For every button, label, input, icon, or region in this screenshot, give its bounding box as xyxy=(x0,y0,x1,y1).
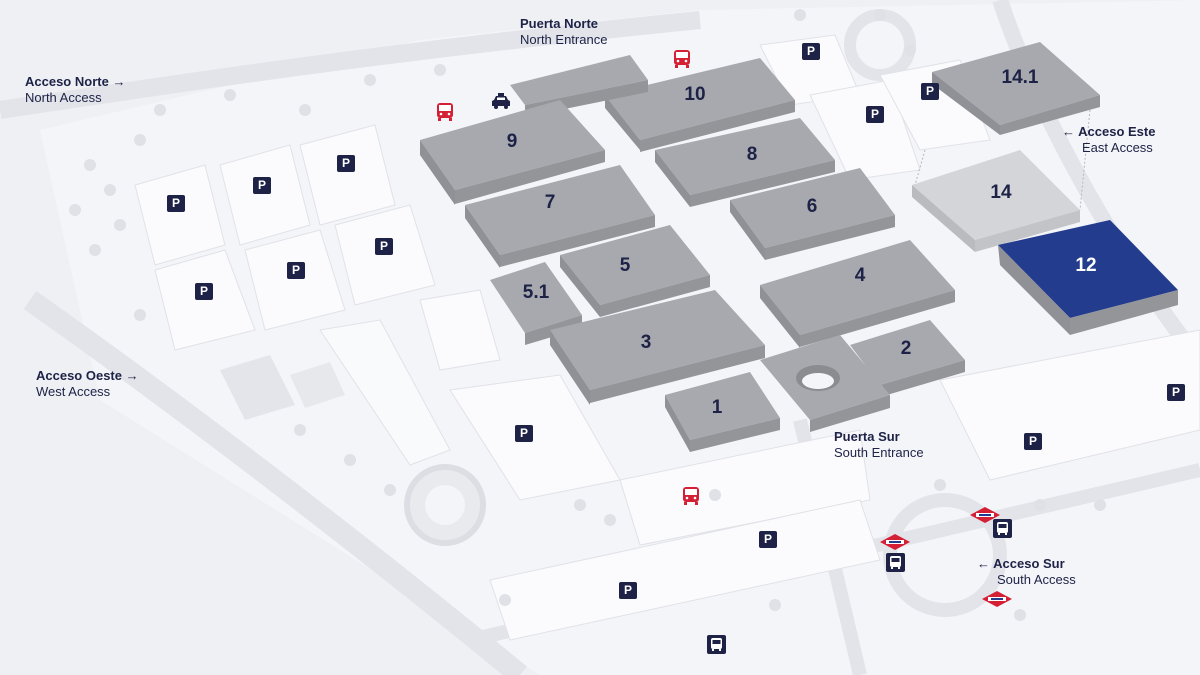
parking-icon[interactable]: P xyxy=(195,283,213,300)
acceso-este-title: Acceso Este xyxy=(1078,124,1156,139)
hall-7-shape xyxy=(465,165,655,268)
hall-label-3[interactable]: 3 xyxy=(640,332,652,353)
taxi-icon[interactable] xyxy=(491,93,511,109)
arrow-left-icon: ← xyxy=(1062,124,1075,139)
acceso-norte-title: Acceso Norte xyxy=(25,74,109,89)
hall-9-shape xyxy=(420,100,605,205)
puerta-norte-subtitle: North Entrance xyxy=(520,31,608,47)
parking-icon[interactable]: P xyxy=(253,177,271,194)
acceso-sur-subtitle: South Access xyxy=(997,571,1076,587)
west-pavilion xyxy=(220,319,451,466)
central-plaza-shape xyxy=(760,335,890,432)
puerta-sur-subtitle: South Entrance xyxy=(834,444,924,460)
hall-14-1-shape xyxy=(932,42,1100,135)
acceso-oeste-label[interactable]: Acceso Oeste → West Access xyxy=(36,368,139,399)
puerta-sur-label[interactable]: Puerta Sur South Entrance xyxy=(834,429,924,460)
puerta-sur-title: Puerta Sur xyxy=(834,429,900,444)
acceso-norte-subtitle: North Access xyxy=(25,89,102,105)
bus-icon[interactable] xyxy=(436,102,454,122)
hall-label-6[interactable]: 6 xyxy=(806,196,818,217)
metro-icon[interactable] xyxy=(970,507,1000,523)
hall-label-4[interactable]: 4 xyxy=(854,265,866,286)
puerta-norte-title: Puerta Norte xyxy=(520,16,599,31)
coach-icon[interactable] xyxy=(993,519,1012,538)
metro-icon[interactable] xyxy=(880,534,910,550)
parking-icon[interactable]: P xyxy=(375,238,393,255)
hall-2-shape xyxy=(850,320,965,397)
puerta-norte-label[interactable]: Puerta Norte North Entrance xyxy=(520,16,607,47)
hall-label-9[interactable]: 9 xyxy=(506,131,518,152)
hall-label-14[interactable]: 14 xyxy=(990,182,1012,203)
parking-icon[interactable]: P xyxy=(802,43,820,60)
arrow-right-icon: → xyxy=(112,74,126,89)
parking-icon[interactable]: P xyxy=(287,262,305,279)
arrow-right-icon: → xyxy=(125,368,139,383)
hall-label-5[interactable]: 5 xyxy=(619,255,631,276)
acceso-oeste-title: Acceso Oeste xyxy=(36,368,122,383)
acceso-sur-title: Acceso Sur xyxy=(993,556,1065,571)
acceso-sur-label[interactable]: ← Acceso Sur South Access xyxy=(977,556,1076,587)
parking-icon[interactable]: P xyxy=(167,195,185,212)
acceso-norte-label[interactable]: Acceso Norte → North Access xyxy=(25,74,125,105)
bus-icon[interactable] xyxy=(673,49,691,69)
hall-label-8[interactable]: 8 xyxy=(746,144,758,165)
hall-10-shape xyxy=(605,58,795,152)
hall-8-shape xyxy=(655,118,835,207)
hall-label-2[interactable]: 2 xyxy=(900,338,912,359)
hall-label-14-1[interactable]: 14.1 xyxy=(1001,67,1039,88)
parking-icon[interactable]: P xyxy=(921,83,939,100)
parking-icon[interactable]: P xyxy=(759,531,777,548)
metro-icon[interactable] xyxy=(982,591,1012,607)
arrow-left-icon: ← xyxy=(977,556,990,571)
hall-label-5-1[interactable]: 5.1 xyxy=(522,282,550,303)
acceso-este-subtitle: East Access xyxy=(1082,139,1153,155)
hall-label-12[interactable]: 12 xyxy=(1075,255,1097,276)
hall-6-shape xyxy=(730,168,895,260)
acceso-oeste-subtitle: West Access xyxy=(36,383,111,399)
parking-icon[interactable]: P xyxy=(866,106,884,123)
parking-icon[interactable]: P xyxy=(1167,384,1185,401)
hall-3-shape xyxy=(550,290,765,405)
coach-icon[interactable] xyxy=(707,635,726,654)
parking-icon[interactable]: P xyxy=(619,582,637,599)
acceso-este-label[interactable]: ← Acceso Este East Access xyxy=(1062,124,1155,155)
hall-label-10[interactable]: 10 xyxy=(684,84,706,105)
hall-14-shape xyxy=(912,150,1080,252)
bus-icon[interactable] xyxy=(682,486,700,506)
coach-icon[interactable] xyxy=(886,553,905,572)
hall-12-shape xyxy=(998,220,1178,335)
hall-label-7[interactable]: 7 xyxy=(544,192,556,213)
hall-1-shape xyxy=(665,372,780,452)
hall-4-shape xyxy=(760,240,955,348)
parking-icon[interactable]: P xyxy=(515,425,533,442)
exhibition-halls xyxy=(420,42,1178,452)
trees xyxy=(69,9,1106,621)
parking-icon[interactable]: P xyxy=(337,155,355,172)
hall-5-shape xyxy=(560,225,710,317)
parking-icon[interactable]: P xyxy=(1024,433,1042,450)
hall-label-1[interactable]: 1 xyxy=(711,397,723,418)
